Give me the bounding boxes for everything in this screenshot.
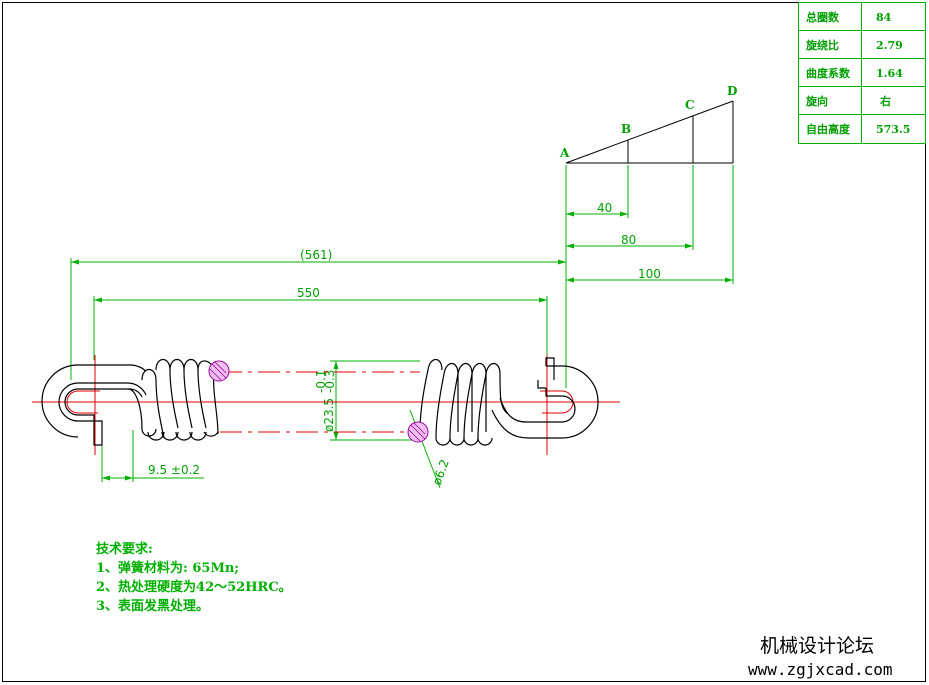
note-item-2: 2、热处理硬度为42～52HRC。 [96, 579, 292, 595]
left-hook-end [93, 423, 103, 446]
spec-value-spring-index: 2.79 [876, 39, 903, 52]
right-coil-3 [449, 362, 473, 439]
point-c-label: C [685, 98, 695, 112]
spec-value-free-length: 573.5 [876, 123, 910, 136]
spec-value-coil-direction: 右 [879, 94, 891, 108]
dim-text-wire-dia: ø6.2 [430, 457, 452, 487]
right-coil-2 [435, 362, 459, 439]
right-coil-bottoms [435, 437, 493, 446]
dim-text-outer-dia: ø23.5 [322, 398, 336, 432]
point-a-label: A [559, 146, 570, 160]
left-hook-loop [41, 364, 147, 438]
spec-label-coil-direction: 旋向 [805, 94, 828, 108]
left-coil-4 [183, 358, 207, 429]
watermark-url: www.zgjxcad.com [748, 660, 893, 679]
dim-text-40: 40 [597, 201, 612, 215]
right-hook-inner [499, 388, 576, 423]
dim-text-100: 100 [638, 267, 661, 281]
spec-value-curvature-factor: 1.64 [876, 67, 903, 80]
dim-text-pitch: 9.5 ±0.2 [148, 463, 200, 477]
dimension-lines [71, 211, 733, 489]
left-hook-outer [58, 382, 147, 423]
left-hook-transition [127, 388, 157, 437]
wire-section-left-hatch [209, 361, 227, 381]
right-coil-1 [419, 358, 443, 433]
dimension-texts: 40 80 100 (561) 550 9.5 ±0.2 ø23.5 -0.1 … [148, 201, 661, 487]
right-hook-outer [491, 365, 599, 439]
wire-section-right-hatch [408, 422, 426, 442]
spec-value-total-coils: 84 [876, 11, 892, 24]
notes-title: 技术要求: [96, 541, 153, 557]
spec-label-total-coils: 总圈数 [806, 10, 840, 24]
spec-label-free-length: 自由高度 [806, 122, 851, 136]
dim-text-outer-tol-lower: -0.3 [323, 370, 337, 393]
right-coil-5 [477, 362, 509, 439]
note-item-1: 1、弹簧材料为: 65Mn; [96, 560, 239, 576]
dim-text-outer-tol-upper: -0.1 [314, 370, 328, 393]
spec-label-curvature-factor: 曲度系数 [806, 66, 851, 80]
left-coil-2 [155, 358, 179, 429]
left-hook-inner [64, 388, 143, 423]
dim-text-80: 80 [621, 233, 636, 247]
extension-lines [70, 165, 734, 482]
dim-text-550: 550 [297, 286, 320, 300]
left-hook-centerline [66, 390, 100, 414]
load-line [565, 100, 734, 164]
watermark-title: 机械设计论坛 [760, 635, 874, 657]
left-coil-bottoms [147, 431, 219, 441]
watermark: 机械设计论坛 www.zgjxcad.com [748, 635, 893, 679]
technical-notes: 技术要求: 1、弹簧材料为: 65Mn; 2、热处理硬度为42～52HRC。 3… [96, 541, 292, 614]
spring-body [41, 357, 599, 446]
dim-text-561: (561) [300, 248, 332, 262]
right-coil-4 [463, 362, 487, 439]
left-coil-1 [141, 368, 165, 439]
right-hook-end [537, 357, 555, 389]
point-b-label: B [621, 122, 631, 136]
arrowheads-pitch [102, 475, 133, 481]
point-d-label: D [727, 84, 737, 98]
left-coil-3 [169, 358, 193, 429]
load-deflection-diagram: A B C D [559, 84, 737, 164]
note-item-3: 3、表面发黑处理。 [96, 598, 209, 614]
spec-table: 总圈数 84 旋绕比 2.79 曲度系数 1.64 旋向 右 自由高度 573.… [798, 2, 926, 144]
centerlines [32, 355, 620, 455]
spec-label-spring-index: 旋绕比 [805, 38, 839, 52]
